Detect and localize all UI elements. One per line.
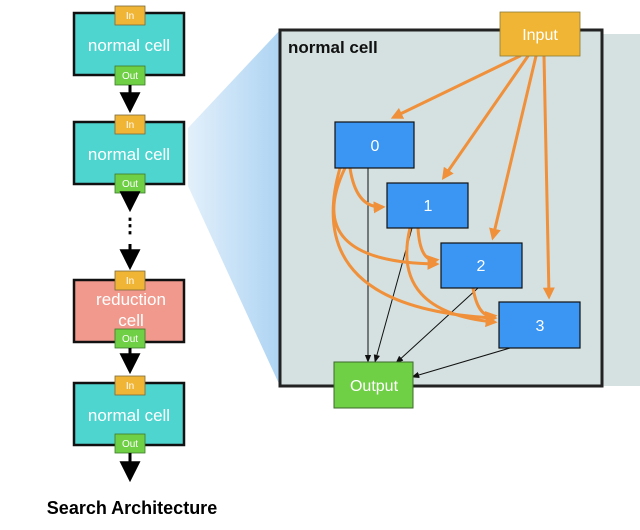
reduction-cell-label-line2: cell xyxy=(118,311,144,330)
reduction-cell-in-port: In xyxy=(126,276,134,287)
node-1-label: 1 xyxy=(424,198,433,215)
stack-cell-4-in-port: In xyxy=(126,381,134,392)
input-node-label: Input xyxy=(522,27,558,44)
edge-input-3 xyxy=(542,54,555,300)
stack-cell-4-out-port: Out xyxy=(122,439,138,450)
stack-cell-4-label: normal cell xyxy=(88,406,170,425)
stack-cell-2-in-port: In xyxy=(126,120,134,131)
stack-cell-1: normal cell In Out xyxy=(72,5,186,86)
stack-cell-2-out-port: Out xyxy=(122,179,138,190)
edge-0-1 xyxy=(348,166,386,214)
stack-cell-reduction: reduction cell In Out xyxy=(72,270,186,349)
zoom-projection xyxy=(188,30,280,386)
output-node: Output xyxy=(333,361,414,409)
node-2-label: 2 xyxy=(477,258,486,275)
node-0-label: 0 xyxy=(371,138,380,155)
caption: Search Architecture xyxy=(47,498,217,518)
edge-input-0 xyxy=(390,54,522,119)
node-0: 0 xyxy=(334,121,415,169)
edge-3-output xyxy=(411,347,511,379)
node-3-label: 3 xyxy=(536,318,545,335)
stack-cell-1-label: normal cell xyxy=(88,36,170,55)
stack-ellipsis: ⋮ xyxy=(120,215,140,237)
edge-1-2 xyxy=(416,226,440,267)
edge-input-2 xyxy=(489,54,538,241)
stack-cell-1-in-port: In xyxy=(126,11,134,22)
stack-cell-2: normal cell In Out xyxy=(72,114,186,194)
node-1: 1 xyxy=(386,182,469,229)
reduction-cell-label-line1: reduction xyxy=(96,290,166,309)
edge-input-1 xyxy=(441,54,530,180)
edge-0-2 xyxy=(332,166,440,270)
panel-title: normal cell xyxy=(288,38,378,57)
node-3: 3 xyxy=(498,301,581,349)
output-node-label: Output xyxy=(350,378,399,395)
edge-2-output xyxy=(395,287,479,364)
stack-cell-2-label: normal cell xyxy=(88,145,170,164)
stack-cell-4: normal cell In Out xyxy=(72,375,186,454)
edge-2-3 xyxy=(471,286,498,323)
edge-1-3 xyxy=(405,226,498,328)
node-2: 2 xyxy=(440,242,523,289)
orange-edges xyxy=(331,54,555,328)
input-node: Input xyxy=(499,11,581,57)
stack-cell-1-out-port: Out xyxy=(122,71,138,82)
reduction-cell-out-port: Out xyxy=(122,334,138,345)
